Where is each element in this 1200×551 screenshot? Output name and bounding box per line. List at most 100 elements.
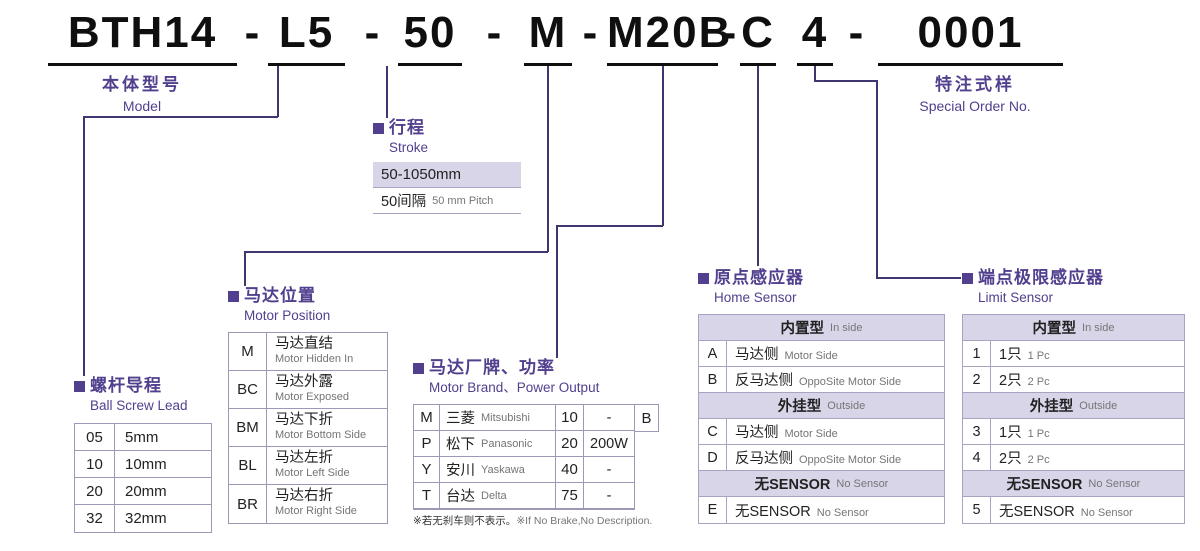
- model-label: 本体型号 Model: [57, 74, 227, 115]
- stroke-subtitle: Stroke: [389, 140, 429, 155]
- power-value-cell: -: [606, 409, 612, 426]
- group-zh: 无SENSOR: [1006, 477, 1083, 493]
- stroke-range: 50-1050mm: [373, 162, 521, 188]
- desc-en: 1 Pc: [1027, 350, 1050, 362]
- desc-cell: 反马达侧 OppoSite Motor Side: [727, 369, 901, 390]
- connector-line: [814, 66, 816, 81]
- model-label-en: Model: [122, 98, 162, 114]
- desc-cell: 马达直结 Motor Hidden In: [267, 333, 387, 370]
- power-code-cell: 40: [556, 457, 584, 482]
- code-segment-motor-position: M: [524, 6, 572, 66]
- group-en: In side: [830, 321, 863, 334]
- desc-en: 2 Pc: [1027, 376, 1050, 388]
- desc-en: Motor Exposed: [275, 391, 349, 403]
- brand-name-cell: 三菱 Mitsubishi: [440, 405, 556, 430]
- code-cell: E: [699, 497, 727, 523]
- code-dash: -: [721, 8, 737, 57]
- code-cell: A: [699, 341, 727, 366]
- connector-line: [757, 66, 759, 266]
- power-code-cell: 75: [556, 483, 584, 508]
- brand-code-cell: T: [414, 483, 440, 508]
- desc-zh: 2只: [999, 373, 1022, 389]
- special-order-label-en: Special Order No.: [919, 98, 1031, 114]
- sensor-group-header: 内置型 In side: [699, 315, 944, 341]
- section-title-zh: 端点极限感应器: [962, 268, 1185, 288]
- limit-sensor-subtitle: Limit Sensor: [978, 290, 1054, 305]
- desc-en: Motor Right Side: [275, 505, 357, 517]
- connector-line: [662, 66, 664, 226]
- brand-name-cell: 安川 Yaskawa: [440, 457, 556, 482]
- desc-zh: 无SENSOR: [735, 503, 811, 520]
- motor-position-table: M 马达直结 Motor Hidden In BC 马达外露 Motor Exp…: [228, 332, 388, 524]
- section-limit-sensor: 端点极限感应器 Limit Sensor 内置型 In side 1 1只 1 …: [962, 268, 1185, 524]
- section-title-zh: 马达厂牌、功率: [413, 358, 665, 378]
- sensor-group-header: 内置型 In side: [963, 315, 1184, 341]
- brand-en: Panasonic: [481, 437, 533, 450]
- power-code-cell: 10: [556, 405, 584, 430]
- table-row: P 松下 Panasonic 20 200W: [414, 431, 634, 457]
- code-cell: 05: [75, 424, 115, 450]
- bullet-square-icon: [962, 272, 973, 284]
- desc-cell: 无SENSOR No Sensor: [727, 500, 869, 521]
- ball-screw-lead-subtitle: Ball Screw Lead: [90, 398, 188, 413]
- desc-zh: 无SENSOR: [999, 503, 1075, 520]
- desc-en: Motor Left Side: [275, 467, 350, 479]
- desc-zh: 1只: [999, 347, 1022, 363]
- code-cell: 3: [963, 419, 991, 444]
- code-segment-home-sensor: C: [740, 6, 776, 66]
- bullet-square-icon: [373, 122, 384, 134]
- brand-zh: 台达: [446, 489, 475, 505]
- motor-brand-title: 马达厂牌、功率: [429, 358, 555, 377]
- desc-zh: 反马达侧: [735, 373, 793, 389]
- desc-zh: 马达外露: [275, 374, 333, 390]
- sensor-row: C 马达侧 Motor Side: [699, 419, 944, 445]
- section-title-zh: 螺杆导程: [74, 376, 224, 396]
- table-row: 32 32mm: [75, 505, 211, 532]
- brand-en: Mitsubishi: [481, 411, 530, 424]
- ball-screw-lead-table: 05 5mm 10 10mm 20 20mm 32 32mm: [74, 423, 212, 533]
- brand-en: Delta: [481, 489, 507, 502]
- connector-line: [556, 225, 663, 227]
- sensor-row: 4 2只 2 Pc: [963, 445, 1184, 471]
- bullet-square-icon: [74, 380, 85, 392]
- sensor-row: 5 无SENSOR No Sensor: [963, 497, 1184, 523]
- brand-zh: 松下: [446, 437, 475, 453]
- table-row: Y 安川 Yaskawa 40 -: [414, 457, 634, 483]
- bullet-square-icon: [698, 272, 709, 284]
- motor-position-title: 马达位置: [244, 286, 316, 305]
- sensor-row: B 反马达侧 OppoSite Motor Side: [699, 367, 944, 393]
- home-sensor-title: 原点感应器: [714, 268, 804, 287]
- brand-code-cell: M: [414, 405, 440, 430]
- brake-option-cell: B: [634, 404, 659, 432]
- special-order-label: 特注式样 Special Order No.: [885, 74, 1065, 115]
- brand-en: Yaskawa: [481, 463, 525, 476]
- code-cell: BC: [229, 371, 267, 408]
- code-cell: BL: [229, 447, 267, 484]
- table-row: T 台达 Delta 75 -: [414, 483, 634, 509]
- section-title-zh: 行程: [373, 118, 523, 138]
- code-dash: -: [364, 8, 380, 57]
- sensor-row: A 马达侧 Motor Side: [699, 341, 944, 367]
- connector-line: [83, 116, 278, 118]
- desc-cell: 无SENSOR No Sensor: [991, 500, 1133, 521]
- desc-cell: 2只 2 Pc: [991, 369, 1050, 390]
- brand-code-cell: P: [414, 431, 440, 456]
- desc-zh: 2只: [999, 451, 1022, 467]
- desc-zh: 马达右折: [275, 488, 333, 504]
- desc-zh: 1只: [999, 425, 1022, 441]
- power-value-cell: 200W: [590, 435, 628, 452]
- sensor-row: E 无SENSOR No Sensor: [699, 497, 944, 523]
- desc-zh: 反马达侧: [735, 451, 793, 467]
- table-row: BL 马达左折 Motor Left Side: [229, 447, 387, 485]
- group-zh: 无SENSOR: [754, 477, 831, 493]
- stroke-pitch-zh: 50间隔: [381, 194, 427, 210]
- limit-sensor-title: 端点极限感应器: [978, 268, 1104, 287]
- code-dash: -: [486, 8, 502, 57]
- sensor-group-header: 无SENSOR No Sensor: [963, 471, 1184, 497]
- code-segment-limit-sensor: 4: [797, 6, 833, 66]
- code-cell: 32: [75, 505, 115, 532]
- stroke-pitch: 50间隔 50 mm Pitch: [373, 188, 521, 214]
- table-row: M 马达直结 Motor Hidden In: [229, 333, 387, 371]
- desc-en: No Sensor: [816, 506, 869, 519]
